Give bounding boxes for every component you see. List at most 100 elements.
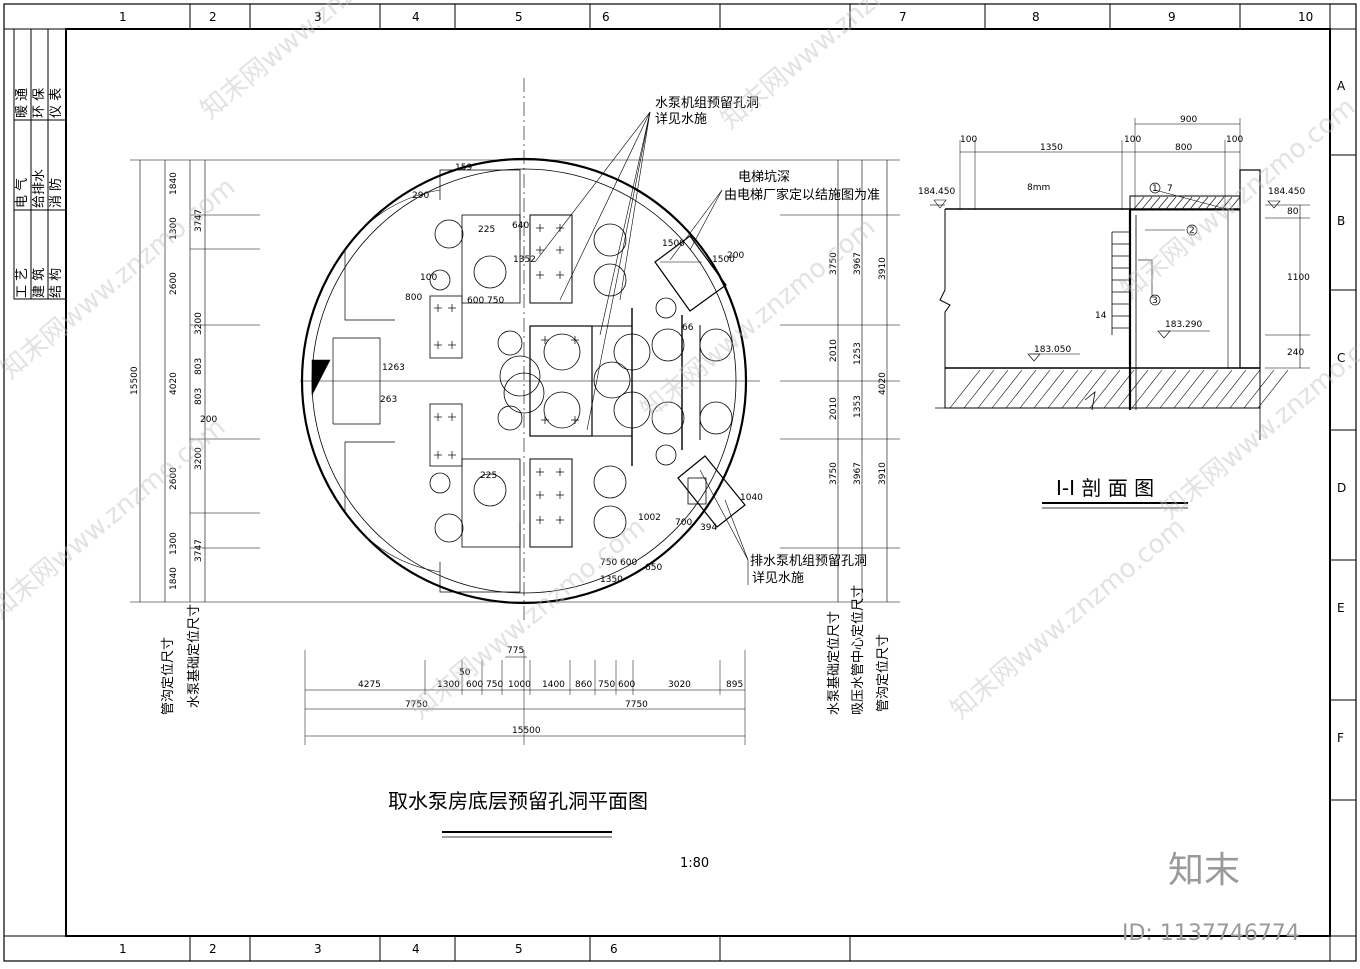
dim-inner: 1350 [600,575,623,585]
elevator-pit [654,235,727,312]
approval-cell: 建 筑 [31,268,47,298]
grid-col-bottom: 6 [610,942,618,956]
dim-left-b: 3747 [194,209,204,232]
grid-col-bottom: 2 [209,942,217,956]
dim-inner: 1500 [662,239,685,249]
dim-inner: 200 [200,415,217,425]
grid-col-top: 6 [602,10,610,24]
note-pump-openings-ref: 详见水施 [655,112,707,127]
dim-left-b: 3200 [194,447,204,470]
dim-inner: 225 [480,471,497,481]
dim-bottom-row2: 7750 [625,700,648,710]
sec-elev-pit: 183.290 [1165,320,1202,330]
dim-inner: 1500 [712,255,735,265]
grid-row-right: B [1337,214,1345,228]
dim-inner: 263 [380,395,397,405]
sec-bar-label: 7 [1167,184,1173,194]
dim-left-a: 2600 [169,467,179,490]
sec-marker-2: 2 [1189,226,1195,236]
dim-right-b: 1353 [853,395,863,418]
sec-dim-240: 240 [1287,348,1304,358]
dim-right-b: 3967 [853,462,863,485]
dim-inner: 640 [512,221,529,231]
dim-left-a: 1840 [169,567,179,590]
side-labels-left: 管沟定位尺寸水泵基础定位尺寸 [161,604,202,715]
note-drain-openings: 排水泵机组预留孔洞 [750,554,867,569]
grid-col-top: 9 [1168,10,1176,24]
plan-notes: 水泵机组预留孔洞 详见水施 电梯坑深 由电梯厂家定以结施图为准 排水泵机组预留孔… [655,96,880,586]
dim-right-c: 3910 [878,462,888,485]
sec-dim-80: 80 [1287,207,1299,217]
dim-bottom-row1: 3020 [668,680,691,690]
grid-col-top: 5 [515,10,523,24]
dim-bottom-row1: 600 [618,680,635,690]
dim-left-a: 1300 [169,217,179,240]
grid-row-right: F [1337,731,1344,745]
dim-inner: 700 [675,518,692,528]
drawing-id: ID: 1137746774 [1122,921,1300,946]
side-labels-right: 水泵基础定位尺寸吸压水管中心定位尺寸管沟定位尺寸 [827,585,891,715]
dim-bottom-row1: 1300 [437,680,460,690]
dim-bottom-row1: 860 [575,680,592,690]
dim-inner: 66 [682,323,694,333]
side-label-right: 管沟定位尺寸 [876,634,891,712]
dim-bottom-total: 15500 [512,726,541,736]
note-drain-openings-ref: 详见水施 [752,571,804,586]
dim-right-a: 3750 [829,462,839,485]
dim-inner: 100 [420,273,437,283]
grid-col-bottom: 4 [412,942,420,956]
dim-left-a: 1300 [169,532,179,555]
watermark-text: 知末网www.znzmo.com [195,0,441,125]
dim-inner: 1352 [513,255,536,265]
dim-right-a: 2010 [829,339,839,362]
dim-right-a: 3750 [829,252,839,275]
dim-bottom-row1: 750 [598,680,615,690]
grid-col-top: 10 [1298,10,1313,24]
sec-marker-1: 1 [1152,184,1158,194]
sec-dim-100b: 100 [1124,135,1141,145]
watermark-text: 知末网www.znzmo.com [945,512,1191,725]
dim-left-b: 3200 [194,312,204,335]
section-view [930,118,1310,440]
watermark-text: 知末网www.znzmo.com [405,512,651,725]
dim-right-a: 2010 [829,397,839,420]
section-title: I-I 剖 面 图 [1056,476,1154,500]
grid-col-top: 4 [412,10,420,24]
plan-title: 取水泵房底层预留孔洞平面图 [388,789,648,813]
sec-dim-900: 900 [1180,115,1197,125]
dim-bottom-row1: 750 [486,680,503,690]
approval-cell: 给排水 [32,169,47,208]
dim-bottom-row1: 1000 [508,680,531,690]
dim-left-b: 3747 [194,539,204,562]
sec-bar-note: 14 [1095,311,1107,321]
approval-cell: 消 防 [48,178,64,208]
approval-cell: 仪 表 [49,88,64,118]
dim-inner: 800 [405,293,422,303]
dim-inner: 1040 [740,493,763,503]
dim-inner: 394 [700,523,717,533]
sec-dim-100a: 100 [960,135,977,145]
dim-inner: 1002 [638,513,661,523]
plan-scale: 1:80 [680,856,709,871]
watermark-text: 知末网www.znzmo.com [0,412,231,625]
approval-cell: 工 艺 [15,268,30,298]
plan-view [130,78,900,745]
plan-dims-right: 3750201020103750396712531353396739104020… [829,252,888,485]
sec-note-8mm: 8mm [1027,183,1050,193]
sec-marker-3: 3 [1152,296,1158,306]
side-label-right: 水泵基础定位尺寸 [827,611,842,715]
dim-inner: 1263 [382,363,405,373]
dim-left-b: 803 [194,358,204,375]
dim-right-c: 4020 [878,372,888,395]
dim-inner: 600 [467,296,484,306]
dim-right-c: 3910 [878,257,888,280]
dim-left-b: 803 [194,388,204,405]
sec-dim-800: 800 [1175,143,1192,153]
note-elevator-pit-ref: 由电梯厂家定以结施图为准 [724,187,880,203]
dim-bottom-small: 50 [459,668,471,678]
sec-dim-100c: 100 [1226,135,1243,145]
dim-inner: 225 [478,225,495,235]
dim-bottom-row1: 4275 [358,680,381,690]
plan-dims-left: 1550018401300260040202600130018403747320… [130,172,204,590]
grid-col-top: 3 [314,10,322,24]
